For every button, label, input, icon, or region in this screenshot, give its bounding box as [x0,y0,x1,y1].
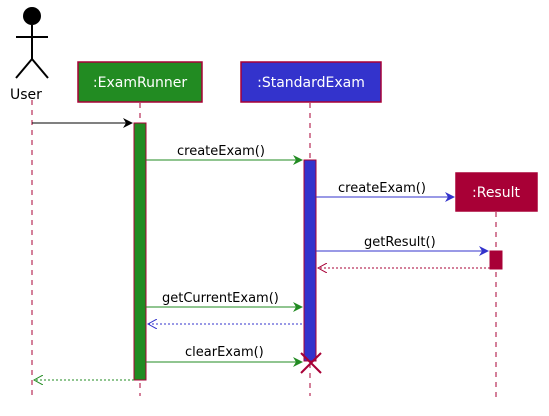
actor-head-icon [23,7,41,25]
result-activation [489,250,503,270]
participant-label: :Result [472,185,520,201]
actor-label: User [10,87,42,103]
destroy-cross-icon [300,352,322,374]
participant-standardexam: :StandardExam [240,61,382,103]
message-label: getResult() [364,235,436,250]
user-actor: User [10,7,49,103]
examrunner-activation [133,122,147,381]
message-label: clearExam() [185,345,264,360]
standardexam-activation [303,159,317,362]
participant-label: :ExamRunner [93,75,187,91]
message-label: getCurrentExam() [162,291,279,306]
message-label: createExam() [177,144,265,159]
participant-examrunner: :ExamRunner [77,61,203,103]
participant-result: :Result [455,172,538,212]
message-label: createExam() [338,181,426,196]
participant-label: :StandardExam [257,75,365,91]
